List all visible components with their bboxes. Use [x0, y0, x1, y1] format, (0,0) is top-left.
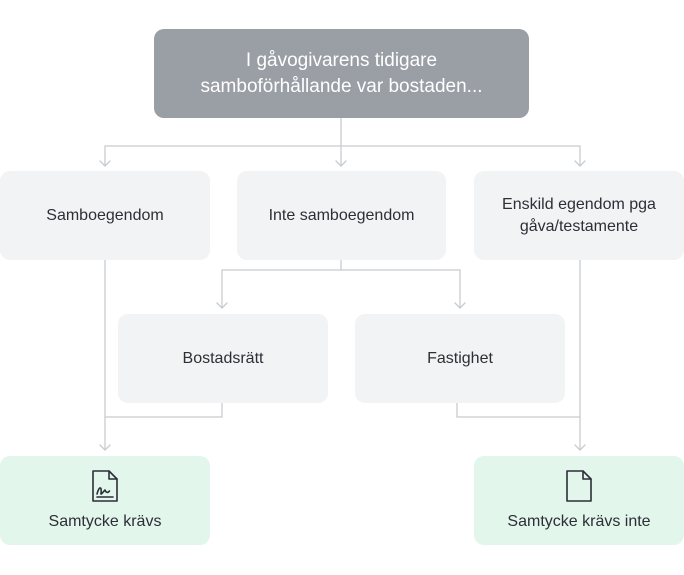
fastighet-label: Fastighet: [427, 349, 493, 367]
consent-not-required-label: Samtycke krävs inte: [507, 512, 651, 530]
root-question-line-2: samboförhållande var bostaden...: [200, 75, 483, 97]
bostadsratt-node: Bostadsrätt: [118, 314, 328, 403]
consent-required-node: Samtycke krävs: [0, 456, 210, 545]
blank-document-icon: [566, 469, 592, 502]
signed-document-icon: [92, 469, 118, 502]
inte-samboegendom-node: Inte samboegendom: [237, 171, 446, 260]
enskild-egendom-node: Enskild egendom pga gåva/testamente: [474, 171, 684, 260]
inte-samboegendom-label: Inte samboegendom: [268, 206, 415, 224]
fastighet-node: Fastighet: [355, 314, 565, 403]
enskild-egendom-line-2: gåva/testamente: [519, 217, 639, 235]
consent-required-connector: [99, 259, 223, 451]
root-connector: [99, 117, 586, 167]
enskild-egendom-line-1: Enskild egendom pga: [502, 195, 656, 213]
consent-not-required-connector: [456, 259, 586, 451]
consent-not-required-node: Samtycke krävs inte: [474, 456, 684, 545]
bostadsratt-label: Bostadsrätt: [182, 349, 264, 367]
root-question-node: I gåvogivarens tidigare samboförhållande…: [154, 29, 529, 118]
root-question-line-1: I gåvogivarens tidigare: [245, 49, 438, 71]
samboegendom-node: Samboegendom: [0, 171, 210, 260]
consent-required-label: Samtycke krävs: [48, 512, 162, 530]
samboegendom-label: Samboegendom: [46, 206, 164, 224]
sub-branch-connector: [216, 259, 466, 309]
